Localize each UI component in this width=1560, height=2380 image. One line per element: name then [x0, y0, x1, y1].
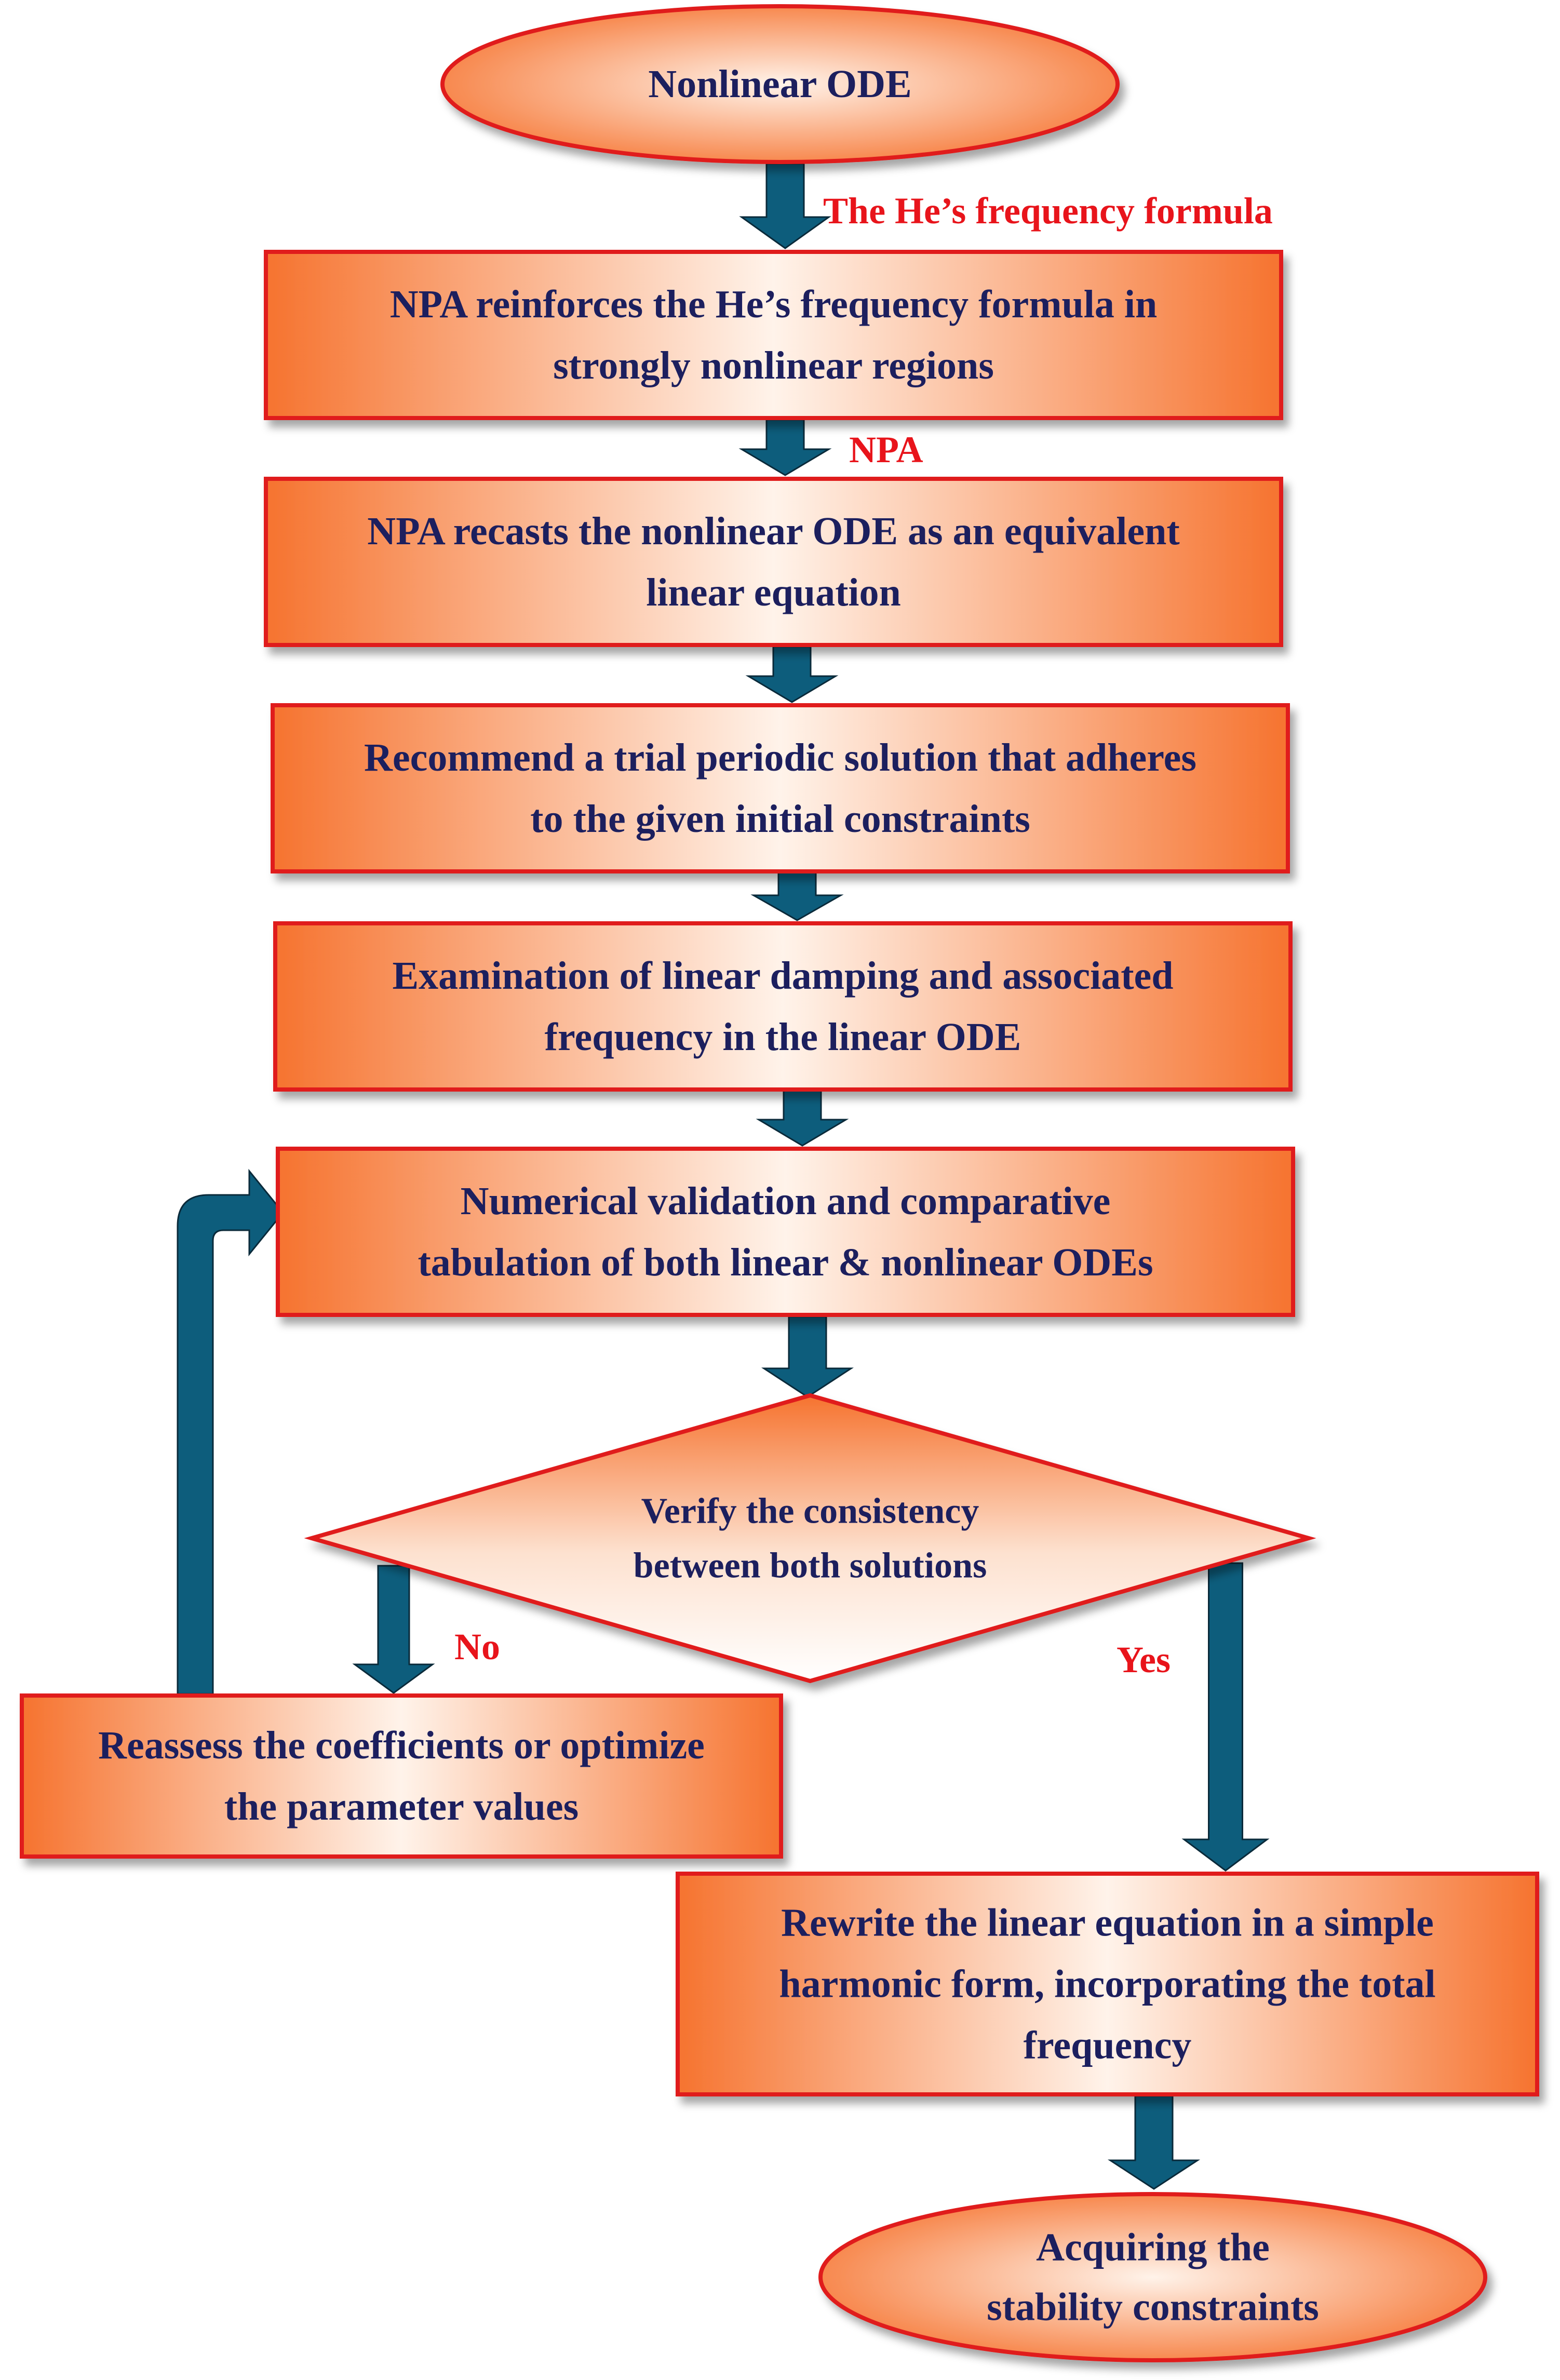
- step5-text-line: tabulation of both linear & nonlinear OD…: [418, 1241, 1153, 1284]
- rewrite-text-line: frequency: [1024, 2024, 1192, 2067]
- arrow-decision-yes: [1181, 1562, 1270, 1872]
- rewrite-node: Rewrite the linear equation in a simple h…: [676, 1872, 1539, 2096]
- decision-node: Verify the consistency between both solut…: [304, 1393, 1316, 1684]
- arrow-step1-to-step2: [738, 419, 832, 476]
- step5-node: Numerical validation and comparative tabu…: [276, 1147, 1295, 1317]
- edge-label-npa: NPA: [849, 429, 923, 470]
- step3-text-line: to the given initial constraints: [530, 797, 1030, 841]
- start-node: Nonlinear ODE: [440, 4, 1120, 164]
- step1-text-line: NPA reinforces the He’s frequency formul…: [390, 283, 1158, 326]
- start-text-line: Nonlinear ODE: [648, 62, 911, 106]
- arrow-decision-no: [352, 1565, 435, 1694]
- step3-text-line: Recommend a trial periodic solution that…: [364, 736, 1196, 779]
- step4-shape: [273, 921, 1293, 1092]
- arrow-step4-to-step5: [756, 1090, 849, 1147]
- step4-text-line: frequency in the linear ODE: [545, 1015, 1021, 1059]
- rewrite-text-line: Rewrite the linear equation in a simple: [781, 1901, 1434, 1945]
- decision-shape: [304, 1393, 1316, 1684]
- rewrite-shape: [676, 1872, 1539, 2096]
- step2-node: NPA recasts the nonlinear ODE as an equi…: [264, 477, 1283, 647]
- reassess-text-line: Reassess the coefficients or optimize: [98, 1724, 705, 1767]
- flow-shapes: Nonlinear ODE NPA reinforces the He’s fre…: [20, 4, 1539, 2362]
- reassess-shape: [20, 1693, 783, 1859]
- start-shape: [440, 4, 1120, 164]
- step3-shape: [271, 703, 1290, 873]
- step3-node: Recommend a trial periodic solution that…: [271, 703, 1290, 873]
- edge-label-yes: Yes: [1117, 1639, 1171, 1680]
- step2-text-line: linear equation: [646, 571, 901, 614]
- step4-text-line: Examination of linear damping and associ…: [392, 954, 1173, 998]
- decision-text-line: between both solutions: [634, 1546, 987, 1586]
- flow-arrows: [177, 163, 1270, 2190]
- arrow-step5-to-decision: [761, 1315, 854, 1398]
- arrow-rewrite-to-end: [1107, 2095, 1201, 2190]
- step1-text-line: strongly nonlinear regions: [553, 344, 994, 387]
- end-text-line: stability constraints: [987, 2285, 1319, 2329]
- step2-text-line: NPA recasts the nonlinear ODE as an equi…: [367, 509, 1179, 553]
- edge-label-he-formula: The He’s frequency formula: [823, 190, 1273, 232]
- decision-text-line: Verify the consistency: [641, 1491, 979, 1531]
- step5-text-line: Numerical validation and comparative: [461, 1179, 1111, 1223]
- reassess-node: Reassess the coefficients or optimize the…: [20, 1693, 783, 1859]
- arrow-reassess-loop-back: [177, 1168, 284, 1695]
- arrow-start-to-step1: [739, 163, 831, 249]
- arrow-step3-to-step4: [750, 871, 844, 921]
- step1-shape: [264, 250, 1283, 420]
- reassess-text-line: the parameter values: [224, 1785, 579, 1828]
- end-shape: [818, 2192, 1487, 2362]
- edge-label-no: No: [454, 1626, 500, 1668]
- step2-shape: [264, 477, 1283, 647]
- rewrite-text-line: harmonic form, incorporating the total: [779, 1962, 1435, 2006]
- step1-node: NPA reinforces the He’s frequency formul…: [264, 250, 1283, 420]
- step4-node: Examination of linear damping and associ…: [273, 921, 1293, 1092]
- step5-shape: [276, 1147, 1295, 1317]
- end-text-line: Acquiring the: [1036, 2226, 1270, 2269]
- end-node: Acquiring the stability constraints: [818, 2192, 1487, 2362]
- arrow-step2-to-step3: [745, 646, 839, 703]
